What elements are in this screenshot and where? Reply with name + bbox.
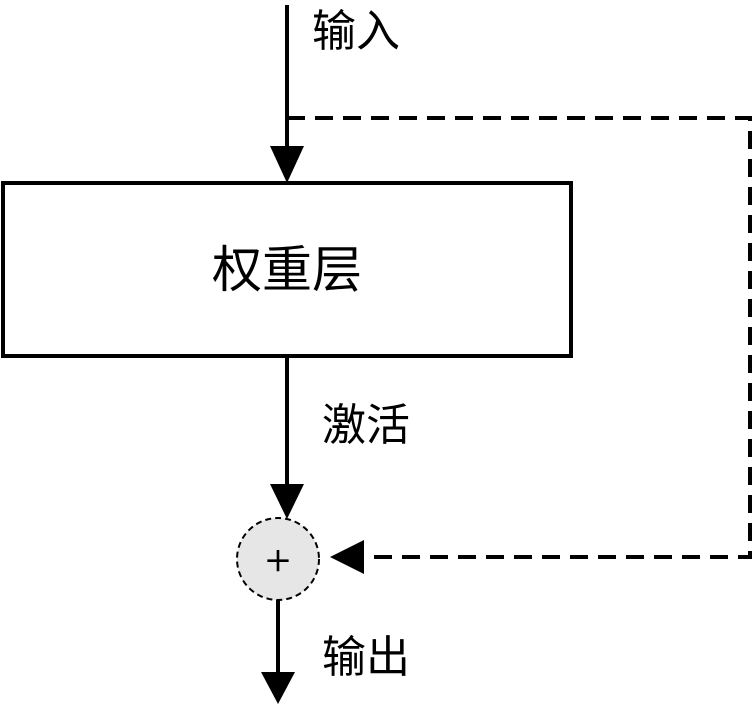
input-label: 输入 bbox=[312, 6, 400, 57]
weight-layer-box bbox=[1, 181, 573, 358]
skip-connection-dashed-line bbox=[287, 116, 752, 559]
plus-symbol: + bbox=[264, 540, 293, 580]
output-label: 输出 bbox=[322, 632, 410, 683]
activation-label: 激活 bbox=[322, 400, 410, 451]
skip-connection-arrowhead bbox=[330, 540, 364, 574]
input-arrowhead bbox=[270, 146, 304, 183]
output-arrowhead bbox=[261, 672, 295, 704]
weight-layer-label: 权重层 bbox=[212, 241, 362, 299]
activation-arrowhead bbox=[270, 484, 304, 519]
